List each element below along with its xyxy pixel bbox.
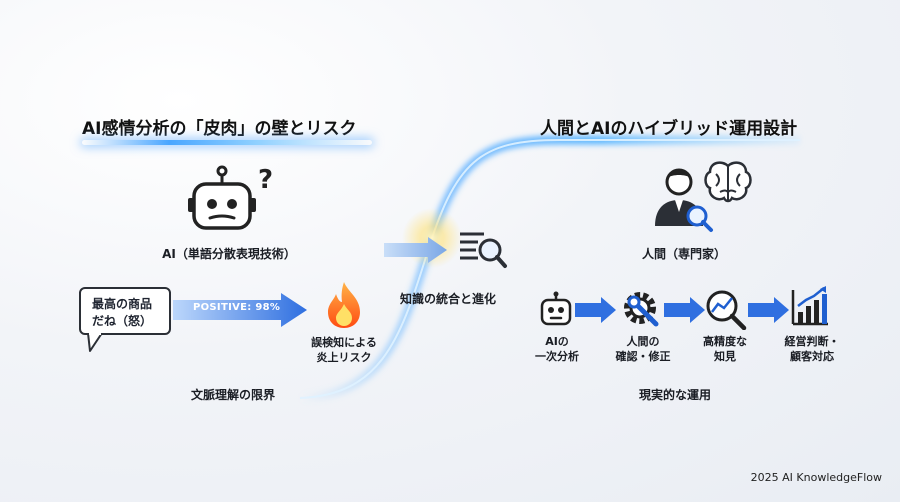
footer-credit: 2025 AI KnowledgeFlow <box>750 471 882 484</box>
step-arrow-1 <box>575 297 616 323</box>
brain-icon <box>704 161 752 203</box>
step-gear-wrench-icon <box>624 292 659 327</box>
step-label-1: AIの 一次分析 <box>522 334 592 364</box>
step-4-line-1: 経営判断・ <box>784 335 840 348</box>
step-3-line-1: 高精度な <box>703 335 747 348</box>
step-bar-chart-icon <box>791 286 828 326</box>
risk-label-line-2: 炎上リスク <box>316 351 372 364</box>
step-arrow-3 <box>748 297 789 323</box>
bubble-tail <box>87 333 103 352</box>
ai-label: AI（単語分散表現技術） <box>162 247 296 261</box>
left-bottom-caption: 文脈理解の限界 <box>190 388 275 402</box>
step-4-line-2: 顧客対応 <box>790 350 834 363</box>
center-label: 知識の統合と進化 <box>399 292 496 306</box>
risk-label: 誤検知による 炎上リスク <box>296 335 392 365</box>
step-1-line-1: AIの <box>545 335 569 348</box>
sentiment-badge: POSITIVE: 98% <box>193 302 281 313</box>
left-section-title: AI感情分析の「皮肉」の壁とリスク <box>82 119 357 139</box>
bubble-line-2: だね（怒） <box>92 314 153 328</box>
document-search-icon <box>460 232 507 268</box>
human-label: 人間（専門家） <box>641 247 726 261</box>
risk-label-line-1: 誤検知による <box>311 336 377 349</box>
step-label-4: 経営判断・ 顧客対応 <box>772 334 852 364</box>
sarcastic-comment-bubble: 最高の商品 だね（怒） <box>79 287 171 335</box>
left-title-underline <box>82 140 372 145</box>
positive-arrow <box>173 293 307 327</box>
bubble-line-1: 最高の商品 <box>92 297 153 311</box>
fire-icon <box>328 282 360 328</box>
robot-question-icon: ? <box>188 165 273 230</box>
right-bottom-caption: 現実的な運用 <box>638 388 711 402</box>
step-robot-icon <box>540 291 572 326</box>
center-arrow <box>384 237 447 263</box>
step-arrow-2 <box>664 297 705 323</box>
svg-text:?: ? <box>258 165 273 195</box>
step-3-line-2: 知見 <box>714 350 736 363</box>
right-section-title: 人間とAIのハイブリッド運用設計 <box>540 119 798 139</box>
step-2-line-1: 人間の <box>626 335 660 348</box>
step-1-line-2: 一次分析 <box>535 350 579 363</box>
step-magnifier-chart-icon <box>706 290 747 330</box>
step-2-line-2: 確認・修正 <box>615 350 671 363</box>
step-label-2: 人間の 確認・修正 <box>605 334 681 364</box>
step-label-3: 高精度な 知見 <box>690 334 760 364</box>
human-expert-icon <box>655 168 713 232</box>
